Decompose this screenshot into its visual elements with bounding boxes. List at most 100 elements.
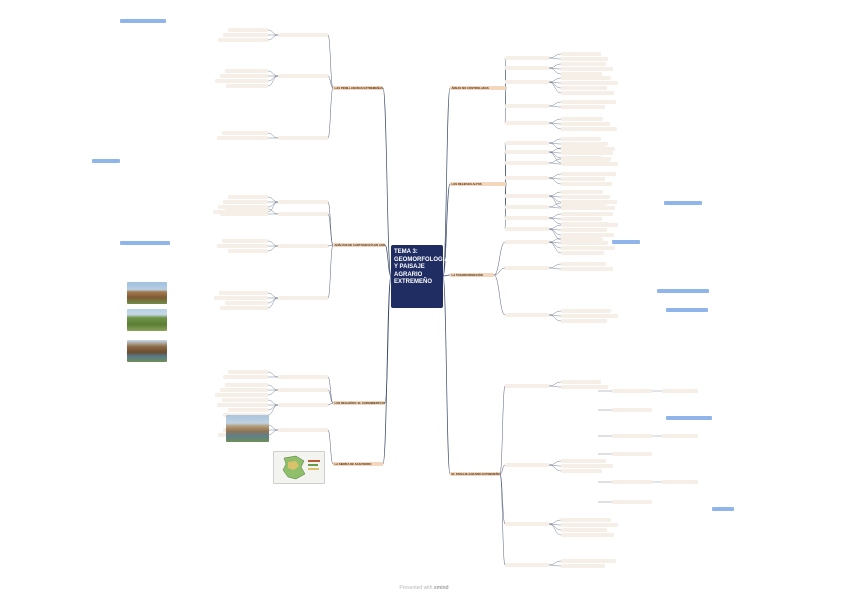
highlight-topic[interactable] xyxy=(666,308,708,312)
leaf-topic[interactable] xyxy=(225,207,268,211)
leaf-topic[interactable] xyxy=(218,205,268,209)
leaf-topic[interactable] xyxy=(561,262,606,266)
leaf-topic[interactable] xyxy=(561,469,602,473)
highlight-topic[interactable] xyxy=(657,289,709,293)
leaf-topic[interactable] xyxy=(561,206,615,210)
leaf-topic[interactable] xyxy=(561,91,614,95)
central-topic[interactable]: TEMA 3: GEOMORFOLOGIA Y PAISAJE AGRARIO … xyxy=(391,245,448,308)
leaf-topic[interactable] xyxy=(561,314,618,318)
leaf-topic[interactable] xyxy=(218,38,268,42)
subtopic[interactable] xyxy=(505,205,549,209)
leaf-topic[interactable] xyxy=(561,172,616,176)
subtopic[interactable] xyxy=(505,104,549,108)
leaf-topic[interactable] xyxy=(561,464,613,468)
leaf-topic[interactable] xyxy=(561,190,603,194)
leaf-topic[interactable] xyxy=(219,291,268,295)
leaf-topic[interactable] xyxy=(222,239,268,243)
subtopic[interactable] xyxy=(278,212,328,216)
leaf-topic[interactable] xyxy=(561,533,614,537)
leaf-topic[interactable] xyxy=(561,319,607,323)
subtopic[interactable] xyxy=(278,388,328,392)
leaf-topic[interactable] xyxy=(228,249,268,253)
leaf-topic[interactable] xyxy=(220,74,268,78)
leaf-topic[interactable] xyxy=(561,233,614,237)
leaf-topic[interactable] xyxy=(561,559,616,563)
leaf-topic[interactable] xyxy=(561,76,611,80)
leaf-topic[interactable] xyxy=(228,195,268,199)
leaf-topic[interactable] xyxy=(612,452,652,456)
leaf-topic[interactable] xyxy=(561,201,608,205)
leaf-topic[interactable] xyxy=(561,528,607,532)
leaf-topic[interactable] xyxy=(561,195,610,199)
highlight-topic[interactable] xyxy=(120,241,170,245)
leaf-topic[interactable] xyxy=(561,86,607,90)
leaf-topic[interactable] xyxy=(223,200,268,204)
subtopic[interactable] xyxy=(505,463,549,467)
leaf-topic[interactable] xyxy=(612,500,652,504)
leaf-topic[interactable] xyxy=(662,434,698,438)
leaf-topic[interactable] xyxy=(561,151,613,155)
leaf-topic[interactable] xyxy=(122,213,158,217)
leaf-topic[interactable] xyxy=(662,389,698,393)
leaf-topic[interactable] xyxy=(561,142,608,146)
leaf-topic[interactable] xyxy=(561,236,601,240)
leaf-topic[interactable] xyxy=(561,117,603,121)
branch-topic[interactable]: LA TRANSFORMACIÓN xyxy=(450,273,494,277)
leaf-topic[interactable] xyxy=(612,389,652,393)
subtopic[interactable] xyxy=(278,428,328,432)
subtopic[interactable] xyxy=(505,266,549,270)
leaf-topic[interactable] xyxy=(223,33,268,37)
leaf-topic[interactable] xyxy=(561,67,613,71)
leaf-topic[interactable] xyxy=(225,383,268,387)
subtopic[interactable] xyxy=(505,522,549,526)
leaf-topic[interactable] xyxy=(561,137,601,141)
leaf-topic[interactable] xyxy=(220,388,268,392)
subtopic[interactable] xyxy=(505,194,549,198)
subtopic[interactable] xyxy=(278,200,328,204)
leaf-topic[interactable] xyxy=(561,459,606,463)
leaf-topic[interactable] xyxy=(123,137,159,141)
branch-topic[interactable]: ANÁLISIS DE CARTOGRAFÍA EN AGRICULTURA E… xyxy=(333,243,385,247)
leaf-topic[interactable] xyxy=(561,52,601,56)
leaf-topic[interactable] xyxy=(217,136,268,140)
leaf-topic[interactable] xyxy=(561,177,605,181)
leaf-topic[interactable] xyxy=(228,28,268,32)
leaf-topic[interactable] xyxy=(561,238,603,242)
leaf-topic[interactable] xyxy=(561,122,610,126)
leaf-topic[interactable] xyxy=(222,398,268,402)
leaf-topic[interactable] xyxy=(561,57,608,61)
leaf-topic[interactable] xyxy=(220,306,268,310)
branch-topic[interactable]: ÁREAS NO CONTROLADAS xyxy=(450,86,506,90)
leaf-topic[interactable] xyxy=(561,246,615,250)
subtopic[interactable] xyxy=(505,161,549,165)
leaf-topic[interactable] xyxy=(612,480,652,484)
subtopic[interactable] xyxy=(505,313,549,317)
branch-topic[interactable]: EL PAISAJE AGRARIO EXTREMEÑO xyxy=(450,472,500,476)
highlight-topic[interactable] xyxy=(612,240,640,244)
subtopic[interactable] xyxy=(278,33,328,37)
subtopic[interactable] xyxy=(505,80,549,84)
subtopic[interactable] xyxy=(505,384,549,388)
leaf-topic[interactable] xyxy=(561,217,602,221)
leaf-topic[interactable] xyxy=(561,385,608,389)
leaf-topic[interactable] xyxy=(123,131,159,135)
leaf-topic[interactable] xyxy=(561,251,604,255)
leaf-topic[interactable] xyxy=(561,212,613,216)
leaf-topic[interactable] xyxy=(561,62,606,66)
subtopic[interactable] xyxy=(505,176,549,180)
subtopic[interactable] xyxy=(505,66,549,70)
leaf-topic[interactable] xyxy=(123,35,159,39)
subtopic[interactable] xyxy=(505,56,549,60)
leaf-topic[interactable] xyxy=(561,182,612,186)
leaf-topic[interactable] xyxy=(561,146,606,150)
leaf-topic[interactable] xyxy=(225,301,268,305)
subtopic[interactable] xyxy=(278,74,328,78)
leaf-topic[interactable] xyxy=(213,210,268,214)
leaf-topic[interactable] xyxy=(217,403,268,407)
subtopic[interactable] xyxy=(505,240,549,244)
leaf-topic[interactable] xyxy=(561,223,618,227)
subtopic[interactable] xyxy=(278,296,328,300)
leaf-topic[interactable] xyxy=(561,309,611,313)
leaf-topic[interactable] xyxy=(561,228,607,232)
leaf-topic[interactable] xyxy=(561,81,618,85)
